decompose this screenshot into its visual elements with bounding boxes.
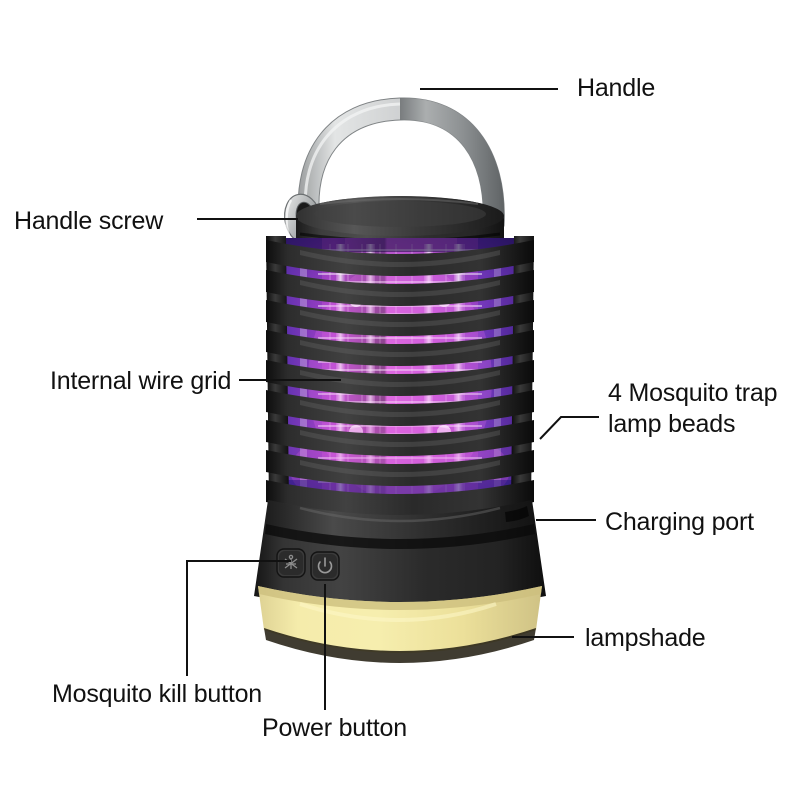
lampshade [258, 586, 542, 663]
leader-mosquito-kill-button [186, 560, 291, 676]
charging-port [505, 506, 529, 522]
callout-label-lampshade: lampshade [585, 624, 706, 652]
callout-label-internal-wire-grid: Internal wire grid [50, 367, 232, 395]
power-icon [317, 557, 333, 574]
leader-lines [186, 88, 599, 710]
internal-wire-grid [266, 240, 534, 516]
callout-label-handle: Handle [577, 74, 656, 102]
callout-label-mosquito-kill-button: Mosquito kill button [52, 680, 263, 708]
callout-label-charging-port: Charging port [605, 508, 754, 536]
base-housing [254, 500, 546, 611]
callout-label-power-button: Power button [262, 714, 407, 742]
callout-label-handle-screw: Handle screw [14, 207, 164, 235]
leader-lamp-beads [539, 416, 599, 440]
callout-label-lamp-beads: 4 Mosquito trap lamp beads [608, 379, 778, 438]
mosquito-kill-button[interactable] [276, 548, 306, 578]
power-button[interactable] [310, 551, 340, 581]
